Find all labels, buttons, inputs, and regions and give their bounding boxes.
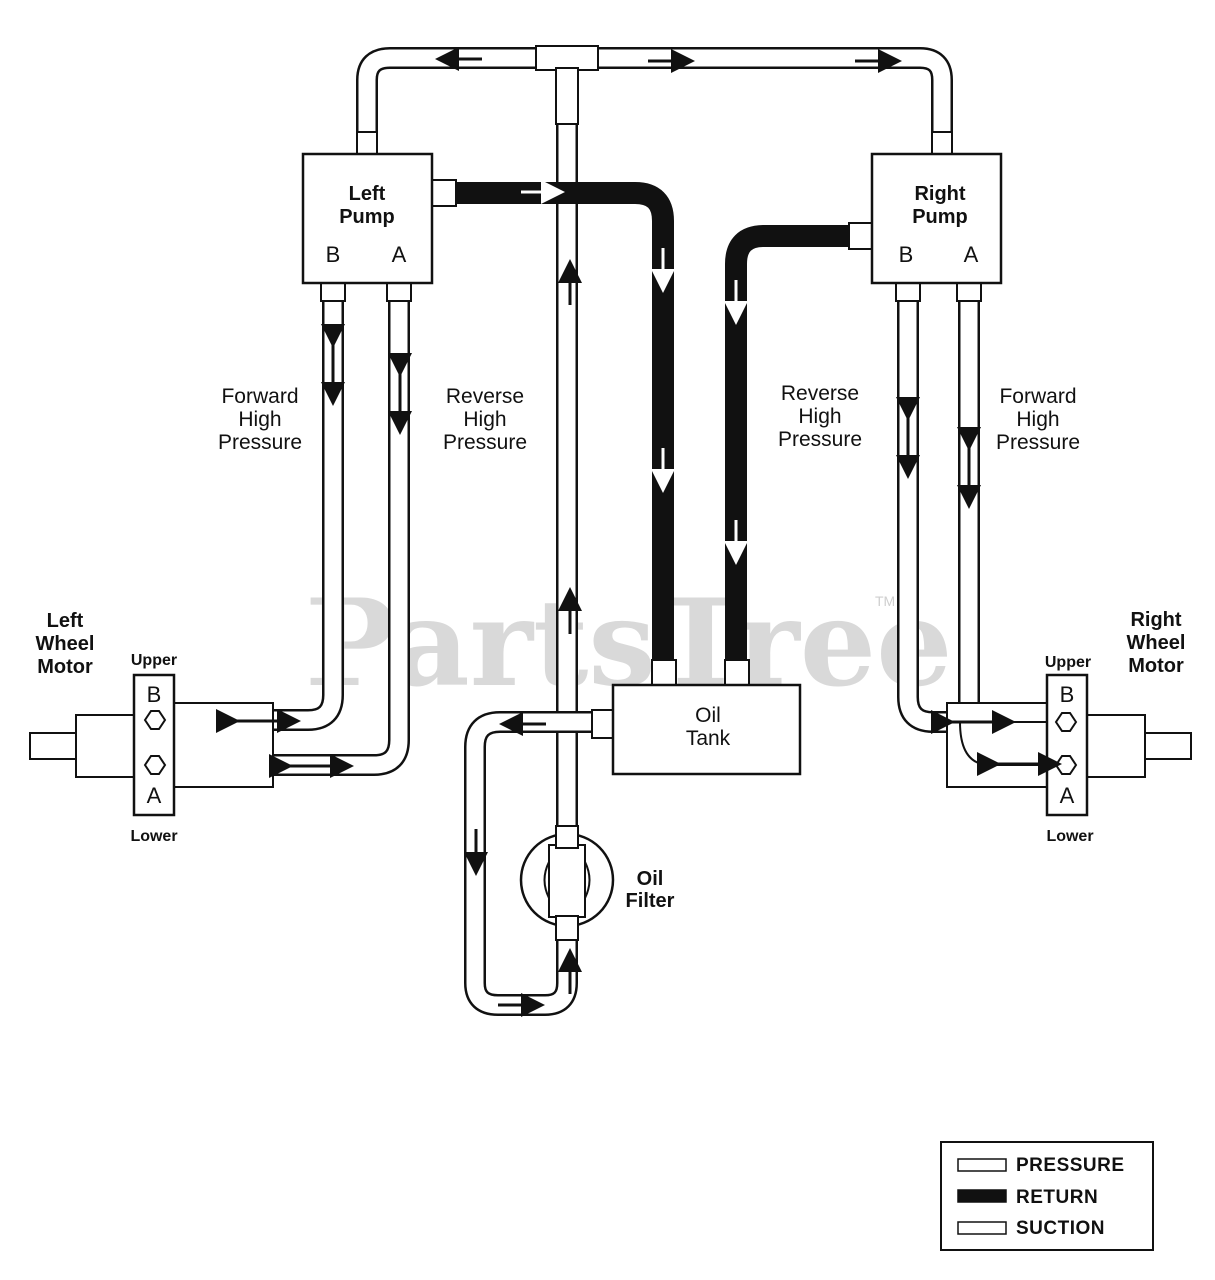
legend: PRESSURE RETURN SUCTION: [940, 1141, 1154, 1251]
right-motor-lower: Lower: [1046, 828, 1093, 845]
left-motor-title-2: Wheel: [36, 633, 95, 655]
right-pump-port-b: B: [899, 242, 914, 267]
svg-text:Forward: Forward: [221, 385, 298, 408]
legend-pressure-label: PRESSURE: [1016, 1155, 1125, 1176]
right-motor-port-b: B: [1060, 682, 1075, 707]
tee-stem: [555, 67, 579, 125]
left-pump: Left Pump B A: [301, 131, 457, 302]
left-pump-label-1: Left: [349, 183, 386, 205]
right-pump: Right Pump B A: [848, 131, 1003, 302]
tee-fitting: [535, 45, 599, 71]
left-forward-hose: [158, 300, 344, 731]
left-return-hose: [455, 182, 674, 662]
oil-tank-label-1: Oil: [695, 704, 721, 727]
right-pump-label-1: Right: [914, 183, 965, 205]
svg-text:High: High: [798, 405, 841, 428]
oil-filter-label-1: Oil: [637, 868, 664, 890]
left-wheel-motor: B A Upper Lower Left Wheel Motor: [29, 610, 274, 845]
right-motor-upper: Upper: [1045, 654, 1091, 671]
watermark-tm: TM: [875, 593, 895, 609]
legend-suction-label: SUCTION: [1016, 1218, 1105, 1239]
left-pump-port-a: A: [392, 242, 407, 267]
right-motor-port-a: A: [1060, 783, 1075, 808]
flow-arrows: [216, 47, 1062, 1017]
svg-text:Forward: Forward: [999, 385, 1076, 408]
right-motor-title-1: Right: [1130, 609, 1181, 631]
suction-loop-hose: [464, 711, 600, 1016]
right-pump-label-2: Pump: [912, 206, 968, 228]
left-reverse-hose: [158, 300, 410, 776]
left-motor-upper: Upper: [131, 652, 177, 669]
right-forward-label: Forward High Pressure: [996, 385, 1080, 454]
left-motor-title-1: Left: [47, 610, 84, 632]
svg-text:High: High: [238, 408, 281, 431]
right-reverse-label: Reverse High Pressure: [778, 382, 862, 451]
legend-pressure-swatch: [957, 1158, 1007, 1172]
left-motor-title-3: Motor: [37, 656, 93, 678]
right-pump-port-a: A: [964, 242, 979, 267]
right-motor-title-3: Motor: [1128, 655, 1184, 677]
svg-text:Pressure: Pressure: [443, 431, 527, 454]
svg-text:Pressure: Pressure: [778, 428, 862, 451]
right-motor-title-2: Wheel: [1127, 632, 1186, 654]
right-wheel-motor: B A Upper Lower Right Wheel Motor: [946, 609, 1192, 845]
oil-filter: Oil Filter: [519, 825, 675, 941]
right-return-hose: [725, 225, 850, 662]
oil-tank: Oil Tank: [591, 659, 802, 776]
oil-tank-label-2: Tank: [686, 727, 731, 750]
top-crossover-hose: [356, 47, 953, 135]
legend-return-label: RETURN: [1016, 1187, 1098, 1208]
oil-filter-label-2: Filter: [626, 890, 675, 912]
left-forward-label: Forward High Pressure: [218, 385, 302, 454]
svg-text:Reverse: Reverse: [781, 382, 859, 405]
left-motor-port-b: B: [147, 682, 162, 707]
svg-text:High: High: [1016, 408, 1059, 431]
left-reverse-label: Reverse High Pressure: [443, 385, 527, 454]
svg-text:Pressure: Pressure: [218, 431, 302, 454]
return-arrows: [521, 180, 748, 565]
left-pump-label-2: Pump: [339, 206, 395, 228]
left-pump-port-b: B: [326, 242, 341, 267]
svg-text:Reverse: Reverse: [446, 385, 524, 408]
left-motor-port-a: A: [147, 783, 162, 808]
left-motor-lower: Lower: [130, 828, 177, 845]
svg-text:High: High: [463, 408, 506, 431]
legend-return-swatch: [957, 1189, 1007, 1203]
svg-text:Pressure: Pressure: [996, 431, 1080, 454]
legend-suction-swatch: [957, 1221, 1007, 1235]
